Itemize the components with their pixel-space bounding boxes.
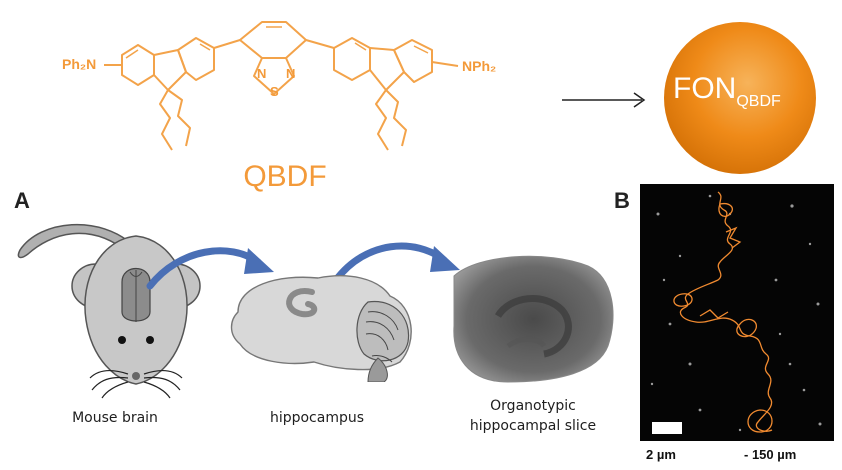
nanoparticle-label-sub: QBDF [736,93,781,110]
thiadiazole-ring [253,57,295,95]
left-outer-ring [121,44,155,86]
nitrogen-label-left: N [257,66,267,81]
right-inner-ring [333,37,371,81]
right-five-ring [369,47,405,91]
tracking-image [640,184,834,441]
caption-slice-line2: hippocampal slice [469,418,597,434]
caption-hippocampus: hippocampus [269,410,365,426]
process-arrows [146,242,460,290]
nanoparticle-sphere [664,22,816,174]
conversion-arrow [562,92,646,108]
mouse-brain-region [121,267,151,322]
hippocampus-region [286,288,318,318]
time-span-label: - 150 µm [744,447,797,462]
left-alkyl-chain-1 [159,89,173,151]
nanoparticle-label: FONQBDF [673,72,781,110]
right-outer-ring [393,39,433,83]
left-five-ring [153,49,187,91]
right-diphenylamine-label: NPh₂ [462,58,497,74]
panel-b-letter: B [614,188,630,213]
left-alkyl-chain-2 [167,89,191,147]
caption-mouse-brain: Mouse brain [72,410,158,426]
panel-a-letter: A [14,188,30,213]
particle-trajectory [673,191,773,433]
caption-slice-line1: Organotypic [490,398,576,414]
brain-side-view [230,275,412,382]
qbdf-structure [104,21,459,151]
left-diphenylamine-label: Ph₂N [62,56,97,72]
sulfur-label: S [270,84,279,99]
scale-bar-label: 2 µm [646,447,676,462]
right-alkyl-chain-2 [385,89,407,147]
organotypic-slice-image [453,255,614,383]
nanoparticle-label-main: FON [673,72,737,105]
molecule-name: QBDF [243,160,327,193]
right-alkyl-chain-1 [375,89,389,151]
scale-bar [652,422,682,434]
nitrogen-label-right: N [286,66,296,81]
left-inner-ring [177,37,215,81]
tracking-background [640,184,834,441]
